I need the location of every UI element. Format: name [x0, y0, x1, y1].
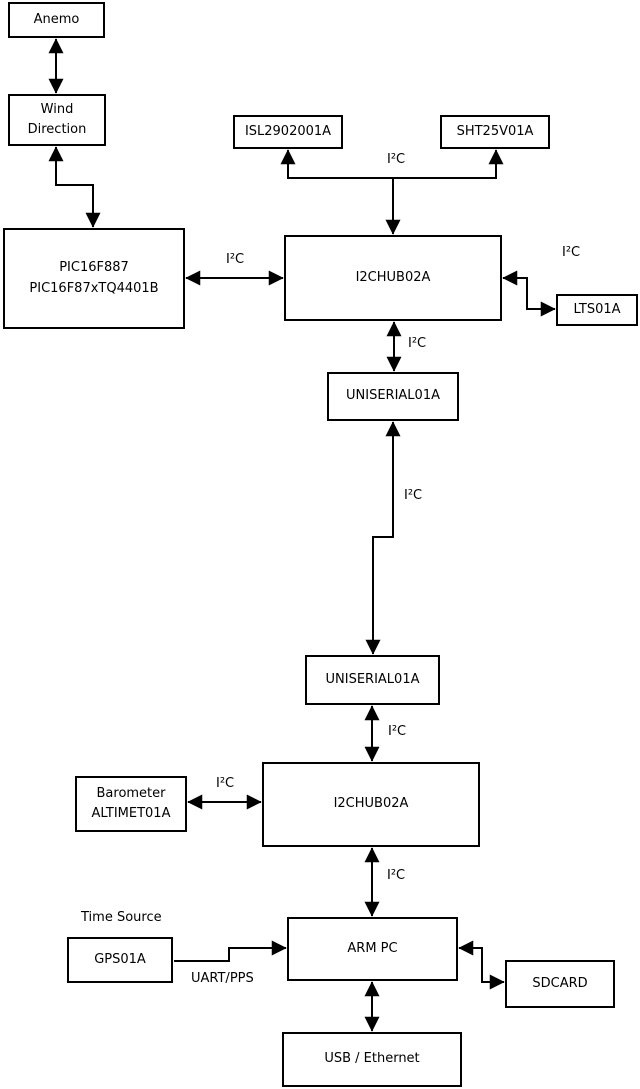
node-barometer-label-line2: ALTIMET01A: [91, 806, 171, 821]
edge-label-sensors-i2c: I²C: [387, 152, 406, 167]
node-uniserial01a-1: UNISERIAL01A: [327, 372, 459, 421]
edge-label-barometer-hub2-i2c: I²C: [216, 776, 235, 791]
node-wind-direction-label-line2: Direction: [27, 122, 87, 137]
connector-wind-pic: [48, 146, 101, 228]
node-anemo-label: Anemo: [33, 11, 80, 27]
node-sdcard: SDCARD: [505, 960, 615, 1008]
node-isl2902001a-label: ISL2902001A: [244, 123, 332, 139]
node-wind-direction-label-line1: Wind: [40, 101, 74, 117]
connector-hub1-lts: [502, 270, 556, 317]
edge-label-pic-hub1-i2c: I²C: [226, 252, 245, 267]
edge-label-hub1-lts-i2c: I²C: [562, 245, 581, 260]
node-uniserial01a-2: UNISERIAL01A: [305, 655, 440, 705]
node-lts01a-label: LTS01A: [573, 301, 621, 317]
edge-label-uniserial-link-i2c: I²C: [404, 488, 423, 503]
node-i2chub02a-1: I2CHUB02A: [284, 235, 502, 321]
node-wind-direction: Wind Direction: [8, 94, 106, 146]
connector-armpc-sdcard: [458, 940, 505, 990]
node-i2chub02a-1-label: I2CHUB02A: [355, 269, 431, 285]
node-uniserial01a-1-label: UNISERIAL01A: [346, 388, 440, 404]
node-usb-ethernet-label: USB / Ethernet: [324, 1051, 420, 1067]
node-pic16f887-label-line1: PIC16F887: [59, 260, 129, 276]
edge-label-gps-armpc-uart-pps: UART/PPS: [191, 971, 254, 986]
connector-uniserial1-uniserial2: [365, 421, 401, 655]
node-i2chub02a-2-label: I2CHUB02A: [333, 796, 409, 812]
node-arm-pc: ARM PC: [287, 917, 458, 981]
node-barometer-altimet01a: Barometer ALTIMET01A: [75, 776, 187, 832]
node-barometer-label-line1: Barometer: [96, 785, 166, 801]
node-pic16f887: PIC16F887 PIC16F87xTQ4401B: [3, 228, 185, 329]
edge-label-hub1-uniserial1-i2c: I²C: [408, 336, 427, 351]
node-lts01a: LTS01A: [556, 294, 638, 326]
node-isl2902001a: ISL2902001A: [233, 115, 343, 149]
node-pic16f887-label-line2: PIC16F87xTQ4401B: [29, 280, 159, 296]
node-i2chub02a-2: I2CHUB02A: [262, 762, 480, 847]
node-sht25v01a-label: SHT25V01A: [456, 123, 534, 139]
node-usb-ethernet: USB / Ethernet: [282, 1032, 462, 1087]
node-uniserial01a-2-label: UNISERIAL01A: [325, 671, 420, 687]
connector-gps-armpc: [174, 940, 287, 962]
node-sht25v01a: SHT25V01A: [440, 115, 550, 149]
node-gps01a: GPS01A: [67, 937, 173, 983]
edge-label-hub2-armpc-i2c: I²C: [387, 868, 406, 883]
node-gps01a-label: GPS01A: [94, 951, 146, 967]
label-time-source: Time Source: [81, 910, 162, 925]
edge-label-uniserial2-hub2-i2c: I²C: [388, 724, 407, 739]
node-sdcard-label: SDCARD: [532, 975, 588, 991]
node-arm-pc-label: ARM PC: [347, 940, 398, 956]
node-anemo: Anemo: [8, 2, 105, 38]
